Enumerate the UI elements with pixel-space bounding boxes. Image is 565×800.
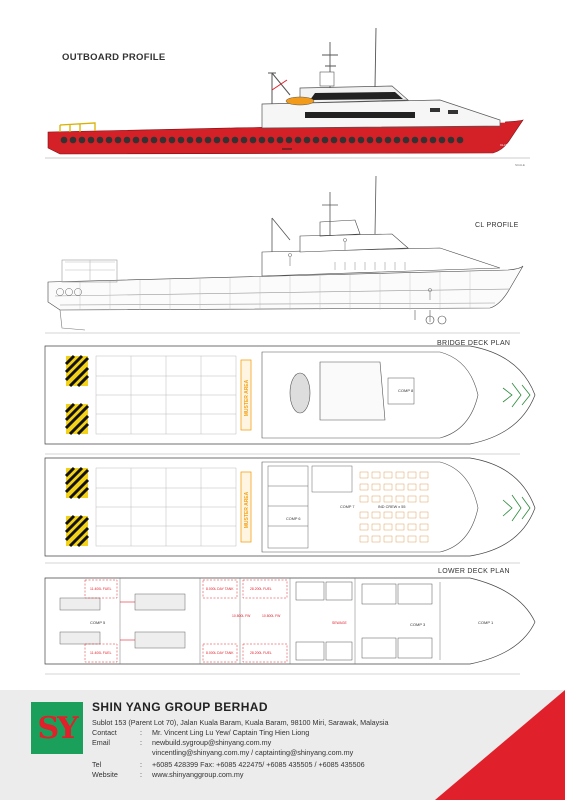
fuel-tank-4: 28.200L FUEL (250, 651, 272, 655)
hazard-stripes-2 (64, 466, 90, 548)
logo-text: SY (37, 710, 78, 746)
email-key: Email (92, 738, 110, 747)
email-colon-2 (140, 748, 152, 757)
vessel-drawings: CLASS SCALE (44, 27, 536, 675)
outboard-profile-label: OUTBOARD PROFILE (62, 52, 166, 63)
sewage-tank: SEWAGE (332, 621, 347, 625)
fw-tank-1: 10.800L FW (232, 614, 251, 618)
comp7-label: COMP 7 (340, 505, 355, 509)
lower-deck-plan-label: LOWER DECK PLAN (438, 568, 510, 575)
outboard-profile: CLASS SCALE (45, 27, 530, 167)
comp1-label: COMP 1 (478, 620, 494, 625)
contact-value: Mr. Vincent Ling Lu Yew/ Captain Ting Hi… (152, 728, 310, 737)
muster-area-2-label: MUSTER AREA (244, 491, 250, 528)
contact-row: Contact : Mr. Vincent Ling Lu Yew/ Capta… (92, 728, 309, 737)
company-address: Sublot 153 (Parent Lot 70), Jalan Kuala … (92, 718, 389, 727)
day-tank-1: 8.000L DAY TANK (206, 587, 234, 591)
email-row: Email : newbuild.sygroup@shinyang.com.my (92, 738, 271, 747)
svg-text:SCALE: SCALE (515, 163, 525, 167)
company-logo: SY (31, 702, 83, 754)
footer-red-triangle (435, 690, 565, 800)
cl-profile (45, 175, 524, 334)
comp5-label: COMP 5 (90, 620, 106, 625)
fuel-tank-1: 11.400L FUEL (90, 587, 112, 591)
company-name: SHIN YANG GROUP BERHAD (92, 700, 268, 714)
email-row-2: vincentling@shinyang.com.my / captaintin… (92, 748, 353, 757)
muster-area-1-label: MUSTER AREA (244, 379, 250, 416)
ind-crew-label: IND CREW x 55 (378, 505, 405, 509)
bridge-deck-plan-label: BRIDGE DECK PLAN (437, 340, 511, 347)
contact-colon: : (140, 728, 142, 737)
email-value-2[interactable]: vincentling@shinyang.com.my / captaintin… (152, 748, 354, 757)
deck-plan-upper: MUSTER AREA COMP 8 (44, 345, 536, 455)
fuel-tank-3: 28.200L FUEL (250, 587, 272, 591)
tel-row: Tel : +6085 428399 Fax: +6085 422475/ +6… (92, 760, 365, 769)
deck-plan-middle: MUSTER AREA COMP 6 COMP 7 IND CREW x 55 (44, 457, 536, 564)
fender-row (60, 136, 464, 144)
tel-value: +6085 428399 Fax: +6085 422475/ +6085 43… (152, 760, 365, 769)
website-colon: : (140, 770, 142, 779)
email-key-2 (92, 748, 140, 757)
tel-key: Tel (92, 760, 102, 769)
email-colon: : (140, 738, 142, 747)
website-key: Website (92, 770, 118, 779)
website-link[interactable]: www.shinyanggroup.com.my (152, 770, 244, 779)
fw-tank-2: 10.800L FW (262, 614, 281, 618)
deck-plan-lower: 11.400L FUEL 11.400L FUEL 8.000L DAY TAN… (44, 577, 536, 675)
footer: SY SHIN YANG GROUP BERHAD Sublot 153 (Pa… (0, 690, 565, 800)
email-value[interactable]: newbuild.sygroup@shinyang.com.my (152, 738, 272, 747)
svg-text:CLASS: CLASS (500, 143, 510, 147)
contact-key: Contact (92, 728, 117, 737)
hull-red (47, 119, 524, 155)
cl-profile-label: CL PROFILE (475, 222, 519, 229)
website-row: Website : www.shinyanggroup.com.my (92, 770, 243, 779)
fuel-tank-2: 11.400L FUEL (90, 651, 112, 655)
day-tank-2: 8.000L DAY TANK (206, 651, 234, 655)
comp3-label: COMP 3 (410, 622, 426, 627)
comp6-label: COMP 6 (286, 517, 301, 521)
hazard-stripes-1 (64, 354, 90, 436)
comp8-label: COMP 8 (398, 388, 414, 393)
tel-colon: : (140, 760, 142, 769)
